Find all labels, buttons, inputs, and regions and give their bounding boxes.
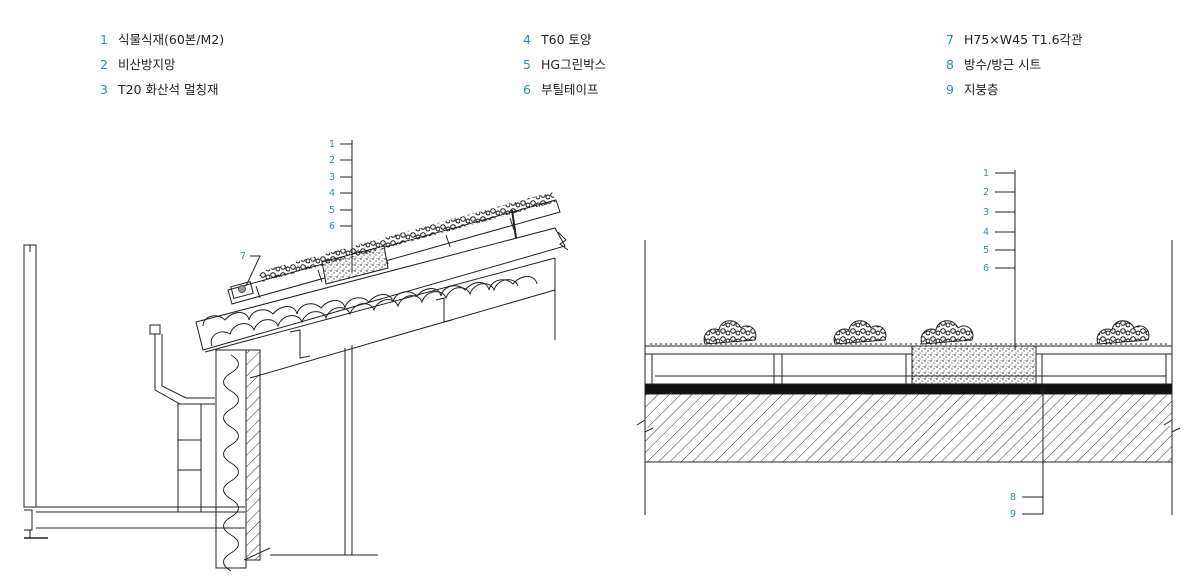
legend-item: 8 방수/방근 시트 (946, 55, 1083, 80)
legend-item: 1 식물식재(60본/M2) (100, 30, 224, 55)
legend-text: 지붕층 (963, 82, 999, 97)
legend-item: 4 T60 토양 (523, 30, 606, 55)
legend-item: 6 부틸테이프 (523, 80, 606, 105)
legend-number: 4 (523, 32, 531, 47)
green-box-slope (227, 192, 561, 305)
legend-number: 2 (100, 57, 108, 72)
gutter-lip (149, 324, 161, 335)
steel-tube (230, 281, 254, 299)
green-box-rim (644, 345, 1173, 355)
legend-number: 7 (946, 32, 954, 47)
sloped-roof-detail (23, 140, 569, 572)
legend-text: H75×W45 T1.6각관 (963, 32, 1083, 47)
legend-item: 9 지붕층 (946, 80, 1083, 105)
legend-text: 비산방지망 (117, 57, 176, 72)
legend-column-1: 1 식물식재(60본/M2) 2 비산방지망 3 T20 화산석 멀칭재 (100, 30, 224, 105)
legend-number: 6 (523, 82, 531, 97)
callout-number: 9 (1010, 509, 1016, 520)
legend-item: 7 H75×W45 T1.6각관 (946, 30, 1083, 55)
legend-text: 식물식재(60본/M2) (117, 32, 225, 47)
plants-slope (258, 192, 556, 282)
green-box (651, 353, 775, 385)
gravel-mulch-box (911, 345, 1037, 385)
wall-post (23, 244, 37, 508)
legend-item: 5 HG그린박스 (523, 55, 606, 80)
flat-roof-detail (636, 170, 1181, 515)
callout-number: 6 (983, 263, 989, 274)
callout-number: 6 (329, 221, 335, 232)
callout-number: 1 (329, 139, 335, 150)
roof-slab (644, 393, 1173, 463)
waterproof-sheet (644, 383, 1173, 395)
plants-flat (650, 320, 1168, 345)
legend-number: 3 (100, 82, 108, 97)
legend-column-2: 4 T60 토양 5 HG그린박스 6 부틸테이프 (523, 30, 606, 105)
green-box (781, 353, 907, 385)
legend-column-3: 7 H75×W45 T1.6각관 8 방수/방근 시트 9 지붕층 (946, 30, 1083, 105)
callout-number: 2 (329, 155, 335, 166)
green-box (1041, 353, 1167, 385)
callout-number: 3 (983, 207, 989, 218)
wall-board (245, 349, 261, 561)
callout-number: 3 (329, 172, 335, 183)
legend-number: 1 (100, 32, 108, 47)
callout-number: 4 (983, 227, 989, 238)
callout-number: 2 (983, 187, 989, 198)
legend-text: 방수/방근 시트 (963, 57, 1042, 72)
legend-number: 9 (946, 82, 954, 97)
legend-number: 5 (523, 57, 531, 72)
callout-number: 8 (1010, 492, 1016, 503)
callout-number: 5 (983, 245, 989, 256)
legend-number: 8 (946, 57, 954, 72)
roof-layers (195, 227, 566, 379)
legend-text: HG그린박스 (540, 57, 607, 72)
callout-number: 4 (329, 188, 335, 199)
legend-text: T20 화산석 멀칭재 (117, 82, 219, 97)
callout-number: 1 (983, 168, 989, 179)
downpipe (177, 403, 202, 513)
callout-leader-7 (245, 255, 261, 287)
legend-text: T60 토양 (540, 32, 592, 47)
callout-number: 7 (240, 251, 246, 262)
legend-item: 2 비산방지망 (100, 55, 224, 80)
legend-item: 3 T20 화산석 멀칭재 (100, 80, 224, 105)
legend-text: 부틸테이프 (540, 82, 599, 97)
callout-number: 5 (329, 205, 335, 216)
